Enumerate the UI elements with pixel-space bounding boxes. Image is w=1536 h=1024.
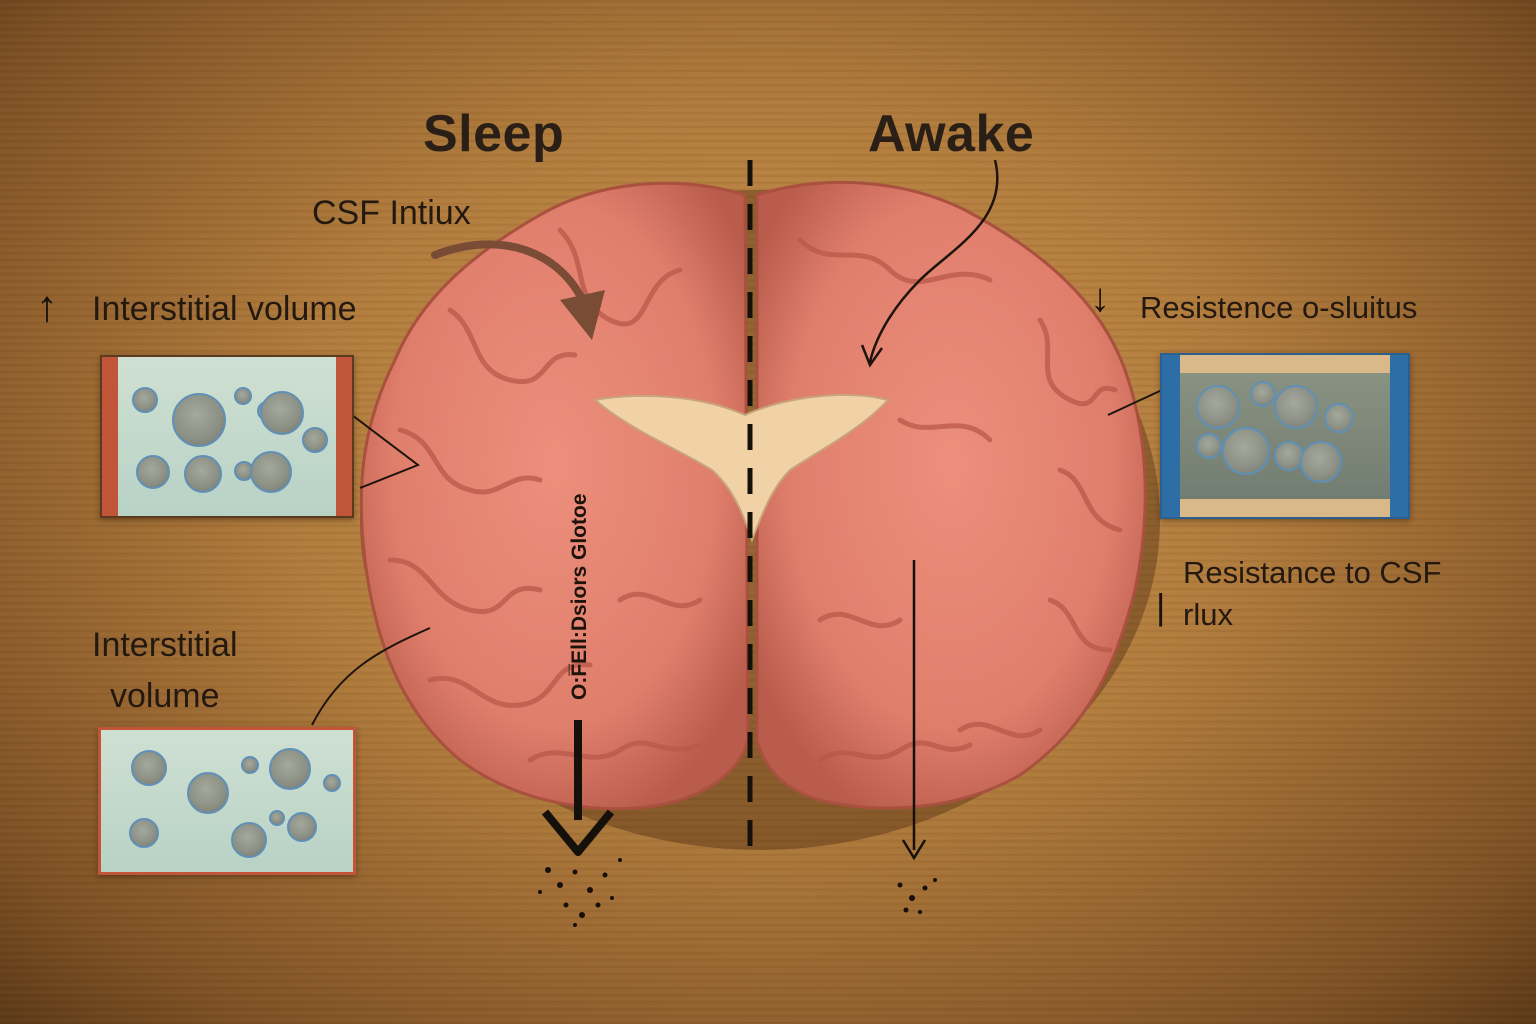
awake-curved-arrow-icon [868,159,999,363]
down-arrow-icon: ↓ [1090,276,1110,320]
cell [1324,403,1354,433]
cell [131,750,167,786]
up-arrow-icon: ↑ [36,282,58,331]
cell [1222,427,1270,475]
cell [241,756,259,774]
cell [1300,441,1342,483]
cell [172,393,226,447]
panel-frame-right [336,357,352,516]
cell [260,391,304,435]
interstitial-panel-sleep [100,355,354,518]
cell [129,818,159,848]
panel-frame-left [102,357,118,516]
cell [302,427,328,453]
cell [1196,385,1240,429]
cell [269,748,311,790]
cell [250,451,292,493]
csf-influx-label: CSF Intiux [312,194,471,232]
cell [269,810,285,826]
cell [1274,385,1318,429]
cell [136,455,170,489]
cell [1250,381,1276,407]
panel-frame-top [1180,355,1390,373]
leader-lines [311,389,1163,726]
panel-frame-bottom [1180,499,1390,517]
cell [184,455,222,493]
brain-folds [387,227,1123,763]
awake-title: Awake [868,105,1035,163]
ventricle [592,394,890,543]
resistance-indicator-icon: | [1156,586,1166,627]
interstitial-volume-label-2: Interstitial volume [92,626,238,715]
interstitial-volume-label: Interstitial volume [92,290,357,328]
interstitial-panel-lower [98,727,356,875]
curved-arrow-icon [431,240,589,309]
cell [234,387,252,405]
interstitial-panel-awake [1160,353,1410,519]
sleep-title: Sleep [423,105,565,163]
resistance-label: Resistence o-sluitus [1140,290,1418,325]
panel-frame-left [1162,355,1180,517]
curved-arrow-head [560,290,605,340]
cell [132,387,158,413]
cell [231,822,267,858]
cell [323,774,341,792]
cell [1196,433,1222,459]
panel-frame-right [1390,355,1408,517]
left-hemisphere [359,181,750,810]
csf-particles [538,858,937,927]
cell [287,812,317,842]
vertical-label: O:F̅Ell:Dsiors Glotoe [568,493,591,700]
cell [187,772,229,814]
resistance-csf-label: Resistance to CSF rlux [1183,555,1442,632]
